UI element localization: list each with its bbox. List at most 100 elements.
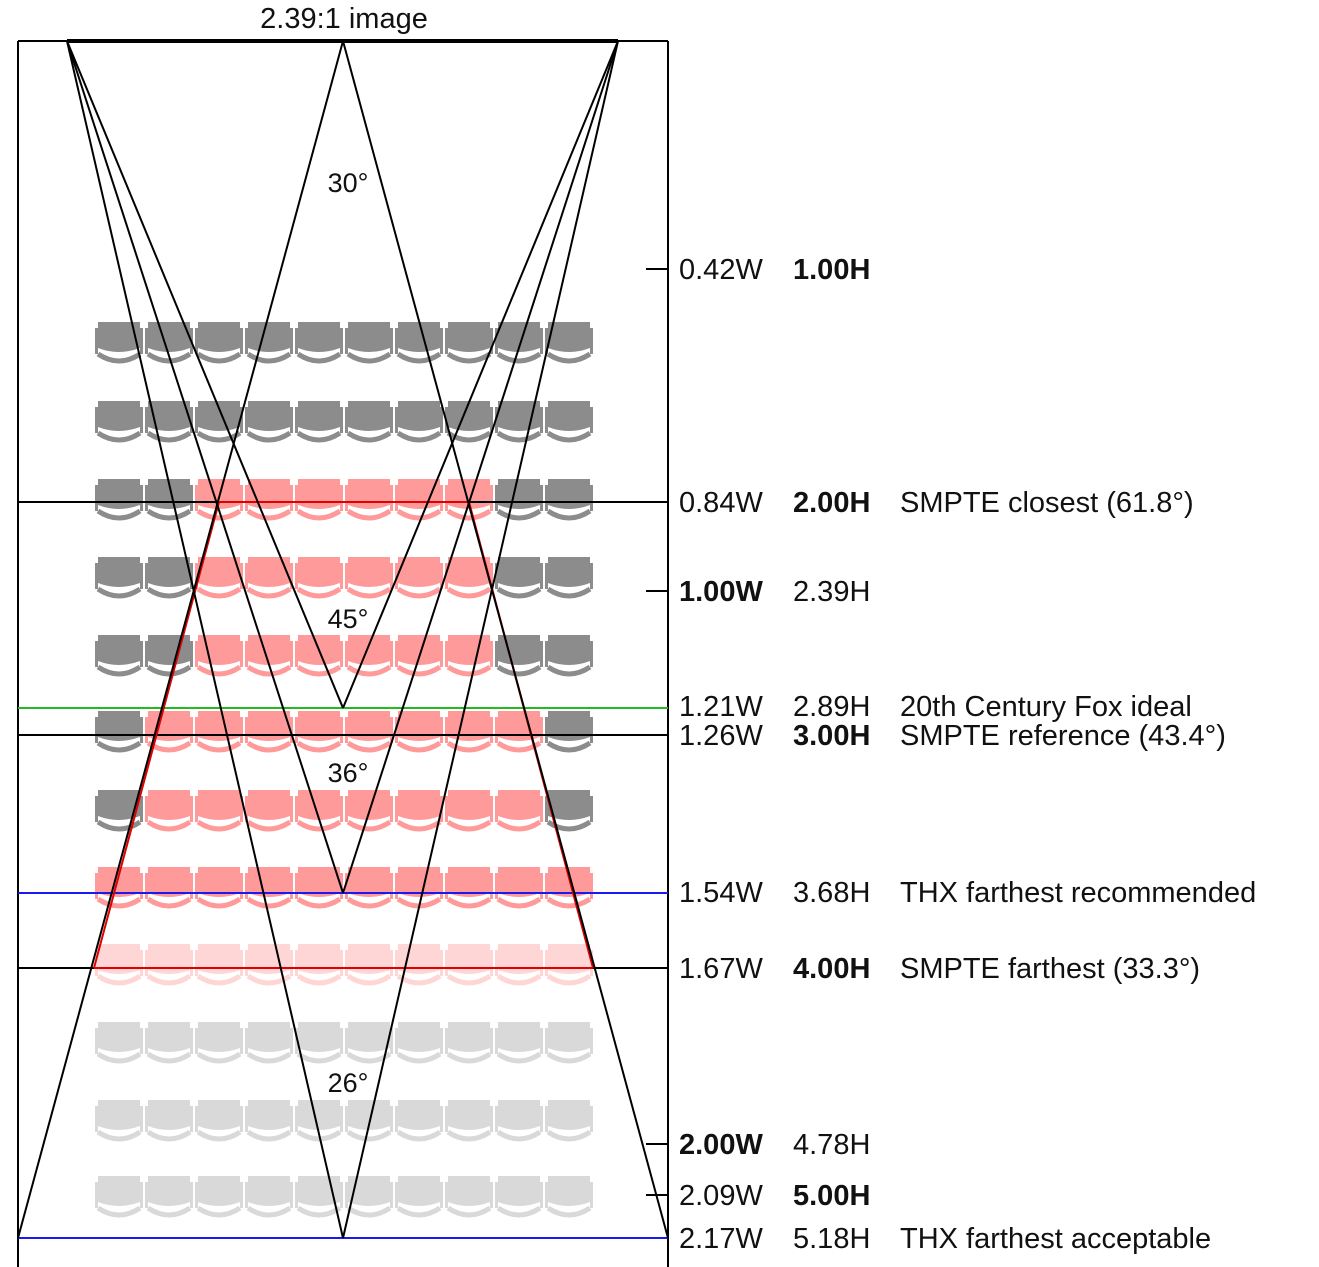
seat-back xyxy=(98,1100,140,1130)
seat-armrest xyxy=(490,873,493,899)
seat xyxy=(145,1022,193,1064)
seat-back xyxy=(348,944,390,974)
smpte-range-left xyxy=(93,501,220,969)
seat-armrest xyxy=(140,950,143,976)
seat-armrest xyxy=(445,563,448,589)
seat xyxy=(295,1022,343,1064)
seat-cushion xyxy=(196,430,242,443)
seat-cushion xyxy=(496,351,542,364)
sight-line xyxy=(66,40,344,1239)
seat-back xyxy=(248,1100,290,1130)
seat-back xyxy=(348,1022,390,1052)
seat-armrest xyxy=(540,950,543,976)
seat-back xyxy=(348,711,390,741)
seat xyxy=(145,867,193,909)
seat-cushion xyxy=(246,1205,292,1218)
distance-height-multiple: 3.68H xyxy=(793,877,870,909)
seat-cushion xyxy=(396,586,442,599)
seat-armrest xyxy=(140,328,143,354)
seat xyxy=(195,401,243,443)
seat-back xyxy=(498,1100,540,1130)
seat xyxy=(545,1176,593,1218)
seat-armrest xyxy=(195,328,198,354)
seat-armrest xyxy=(495,1106,498,1132)
seat-cushion xyxy=(346,664,392,677)
seat-armrest xyxy=(290,950,293,976)
seat-armrest xyxy=(590,1182,593,1208)
seat-back xyxy=(98,1022,140,1052)
seat-armrest xyxy=(540,796,543,822)
seat-cushion xyxy=(146,1129,192,1142)
seat xyxy=(345,479,393,521)
seat-armrest xyxy=(490,407,493,433)
seat-cushion xyxy=(396,664,442,677)
seat-row xyxy=(95,322,593,364)
seat-cushion xyxy=(96,896,142,909)
seat xyxy=(545,479,593,521)
seat-cushion xyxy=(546,973,592,986)
sight-line xyxy=(342,40,619,894)
seat xyxy=(345,711,393,753)
seat-back xyxy=(348,557,390,587)
seat-armrest xyxy=(295,407,298,433)
seat xyxy=(545,711,593,753)
seat-row xyxy=(95,401,593,443)
seat-armrest xyxy=(295,796,298,822)
seat xyxy=(395,401,443,443)
sight-line xyxy=(66,40,344,894)
seat-armrest xyxy=(540,485,543,511)
seat-armrest xyxy=(190,563,193,589)
seat-cushion xyxy=(446,819,492,832)
seat-back xyxy=(198,711,240,741)
seat-armrest xyxy=(190,485,193,511)
seat xyxy=(445,1176,493,1218)
seat xyxy=(445,479,493,521)
seat-back xyxy=(548,479,590,509)
seat-back xyxy=(298,1100,340,1130)
seat-armrest xyxy=(340,717,343,743)
seat-armrest xyxy=(440,950,443,976)
seat-armrest xyxy=(240,407,243,433)
seat-back xyxy=(498,711,540,741)
seat xyxy=(395,1022,443,1064)
seat-armrest xyxy=(545,641,548,667)
seat-back xyxy=(498,557,540,587)
seat-back xyxy=(248,711,290,741)
seat-cushion xyxy=(296,973,342,986)
seat-armrest xyxy=(190,1106,193,1132)
seat xyxy=(345,944,393,986)
seat-cushion xyxy=(246,1051,292,1064)
seat-armrest xyxy=(340,796,343,822)
seat-back xyxy=(498,867,540,897)
seat xyxy=(295,711,343,753)
seat-armrest xyxy=(490,796,493,822)
seat-armrest xyxy=(95,796,98,822)
seat-cushion xyxy=(496,1051,542,1064)
seat xyxy=(245,1100,293,1142)
seat xyxy=(245,1176,293,1218)
seat-back xyxy=(448,711,490,741)
seat xyxy=(495,1100,543,1142)
seat-armrest xyxy=(340,1182,343,1208)
seat-back xyxy=(348,867,390,897)
seat-armrest xyxy=(390,328,393,354)
seat-cushion xyxy=(146,1051,192,1064)
seat-armrest xyxy=(440,328,443,354)
seat xyxy=(545,557,593,599)
seat-armrest xyxy=(245,1028,248,1054)
seat-row xyxy=(95,711,593,753)
seat xyxy=(545,944,593,986)
seat xyxy=(195,1022,243,1064)
seat-armrest xyxy=(140,563,143,589)
seat-back xyxy=(148,790,190,820)
distance-description: THX farthest recommended xyxy=(900,877,1256,909)
seat-cushion xyxy=(146,973,192,986)
seat-armrest xyxy=(495,1182,498,1208)
seat-cushion xyxy=(346,508,392,521)
seat-back xyxy=(448,867,490,897)
seat-back xyxy=(498,944,540,974)
seat-armrest xyxy=(490,1182,493,1208)
seat xyxy=(495,557,543,599)
seat-back xyxy=(198,322,240,352)
seat-cushion xyxy=(446,508,492,521)
